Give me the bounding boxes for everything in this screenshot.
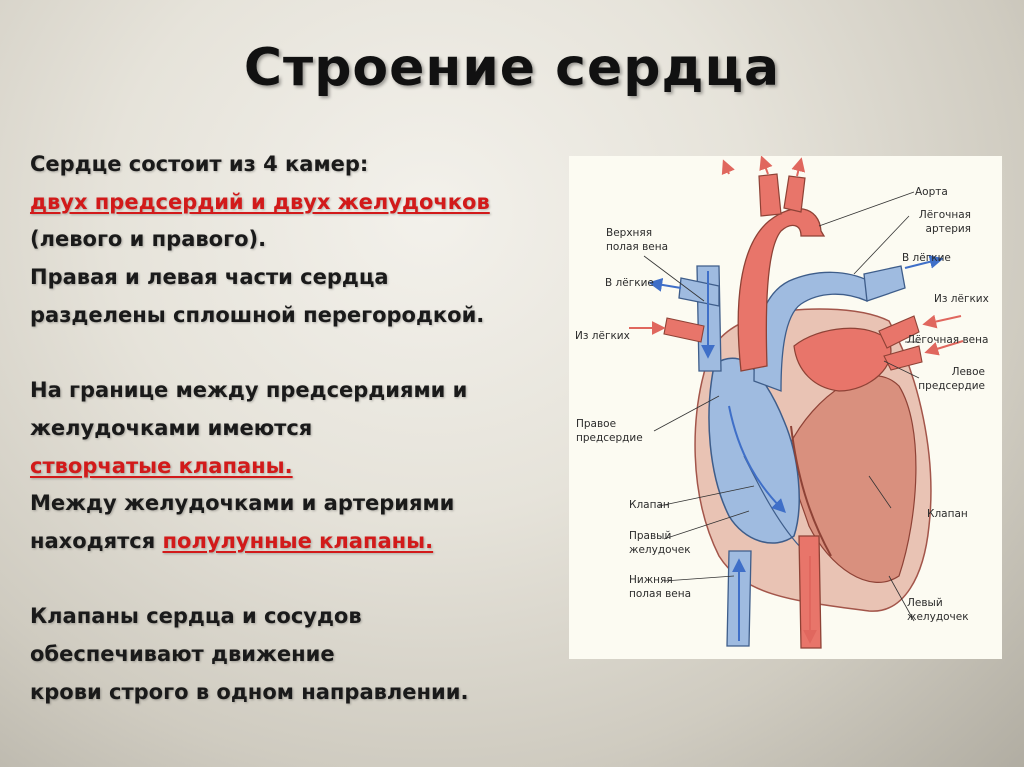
text-line: крови строго в одном направлении. <box>30 679 469 704</box>
heart-diagram: Аорта Лёгочная артерия В лёгкие Из лёгки… <box>569 156 1002 659</box>
text-fragment: находятся <box>30 529 163 554</box>
label-pulmonary-artery: Лёгочная артерия <box>918 209 971 235</box>
text-line: На границе между предсердиями и <box>30 378 468 403</box>
aortic-branch <box>783 175 806 213</box>
arrow-to-lungs-right <box>904 254 944 269</box>
aorta <box>737 208 826 372</box>
highlight-chambers: двух предсердий и двух желудочков <box>30 189 490 214</box>
text-line: (левого и правого). <box>30 227 267 252</box>
paragraph-gap <box>30 335 565 373</box>
text-line: находятся полулунные клапаны. <box>30 523 565 561</box>
heart-illustration <box>629 156 964 649</box>
slide-title: Строение сердца <box>243 38 781 98</box>
septum <box>790 425 832 557</box>
aortic-branch <box>758 173 782 217</box>
text-line: Между желудочками и артериями <box>30 491 455 516</box>
label-superior-vena-cava: Верхняя полая вена <box>606 227 669 253</box>
text-line: обеспечивают движение <box>30 642 335 667</box>
arrow-out-aorta <box>791 157 806 177</box>
label-valve-right: Клапан <box>927 508 968 520</box>
label-from-lungs-right: Из лёгких <box>934 293 989 305</box>
label-from-lungs-left: Из лёгких <box>575 330 630 342</box>
label-left-atrium: Левое предсердие <box>918 366 985 392</box>
label-valve-left: Клапан <box>629 499 670 511</box>
text-line: Правая и левая части сердца <box>30 265 389 290</box>
highlight-semilunar-valves: полулунные клапаны. <box>162 529 434 554</box>
left-atrium <box>793 327 892 392</box>
pulmonary-artery-right-branch <box>863 265 906 302</box>
highlight-cuspid-valves: створчатые клапаны. <box>30 453 293 478</box>
label-right-ventricle: Правый желудочек <box>629 530 691 556</box>
arrow-right-heart-flow <box>728 405 786 513</box>
label-to-lungs-left: В лёгкие <box>605 277 654 289</box>
arrow-from-lungs-right <box>922 314 962 329</box>
text-line: Клапаны сердца и сосудов <box>30 604 362 629</box>
paragraph-gap <box>30 561 565 599</box>
leader-lines <box>643 191 920 622</box>
label-pulmonary-vein: Лёгочная вена <box>907 334 989 346</box>
label-left-ventricle: Левый желудочек <box>907 597 969 623</box>
arrow-from-lungs-right <box>924 340 964 356</box>
text-line: разделены сплошной перегородкой. <box>30 302 485 327</box>
body-text: Сердце состоит из 4 камер: двух предсерд… <box>30 146 565 712</box>
text-line: Сердце состоит из 4 камер: <box>30 152 369 176</box>
text-line: желудочками имеются <box>30 415 313 440</box>
label-inferior-vena-cava: Нижняя полая вена <box>629 574 692 600</box>
arrow-out-aorta <box>759 156 773 175</box>
label-aorta: Аорта <box>915 186 948 198</box>
arrow-to-lungs-left <box>648 277 682 292</box>
pulmonary-vein <box>883 345 923 371</box>
label-to-lungs-right: В лёгкие <box>902 252 951 264</box>
arrow-out-aorta <box>721 159 735 176</box>
label-right-atrium: Правое предсердие <box>576 418 643 444</box>
pulmonary-vein <box>878 315 920 349</box>
